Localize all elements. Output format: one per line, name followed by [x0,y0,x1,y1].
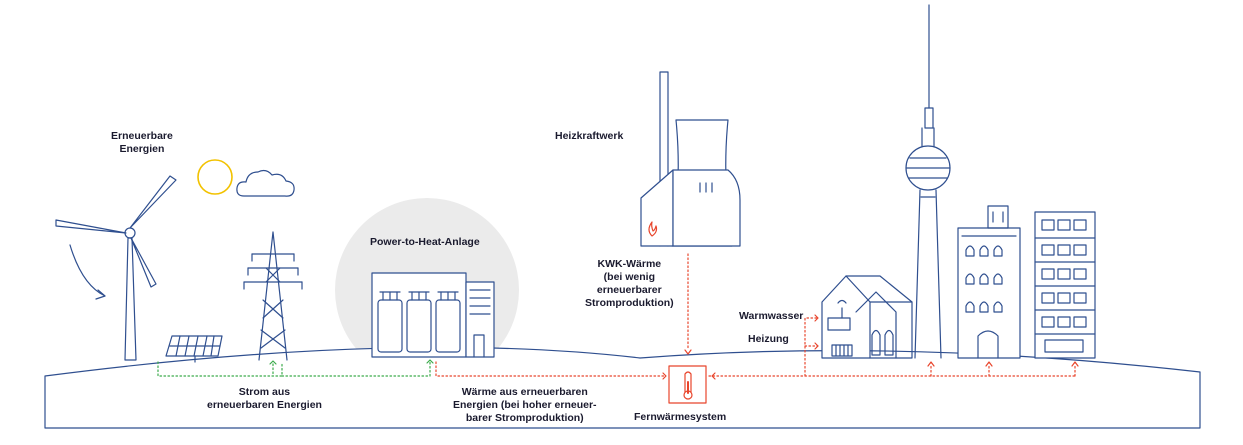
apartment-building-icon [957,205,1021,359]
green-power-flow [157,359,434,377]
label-district-heating: Fernwärmesystem [634,411,727,423]
power-to-heat-plant-icon [371,272,495,358]
label-heating: Heizung [748,333,789,345]
thermometer-icon [668,365,707,404]
tv-tower-icon [905,4,951,359]
power-pylon-icon [243,231,303,361]
label-chp-plant: Heizkraftwerk [555,130,624,142]
wind-turbine-icon [55,175,177,361]
label-power-to-heat: Power-to-Heat-Anlage [370,236,480,248]
label-renewable-heat: Wärme aus erneuerbaren Energien (bei hoh… [453,386,597,424]
house-icon [821,275,913,359]
red-heat-flow [435,253,1076,377]
label-hot-water: Warmwasser [739,310,804,322]
sun-icon [197,159,233,195]
cloud-icon [236,169,295,197]
chp-plant-icon [640,71,741,247]
solar-panel-icon [165,335,223,363]
label-renewable-power: Strom aus erneuerbaren Energien [207,386,322,411]
label-renewables: Erneuerbare Energien [111,130,173,155]
label-chp-heat: KWK-Wärme (bei wenig erneuerbarer Stromp… [585,258,674,309]
tower-block-icon [1034,211,1096,359]
